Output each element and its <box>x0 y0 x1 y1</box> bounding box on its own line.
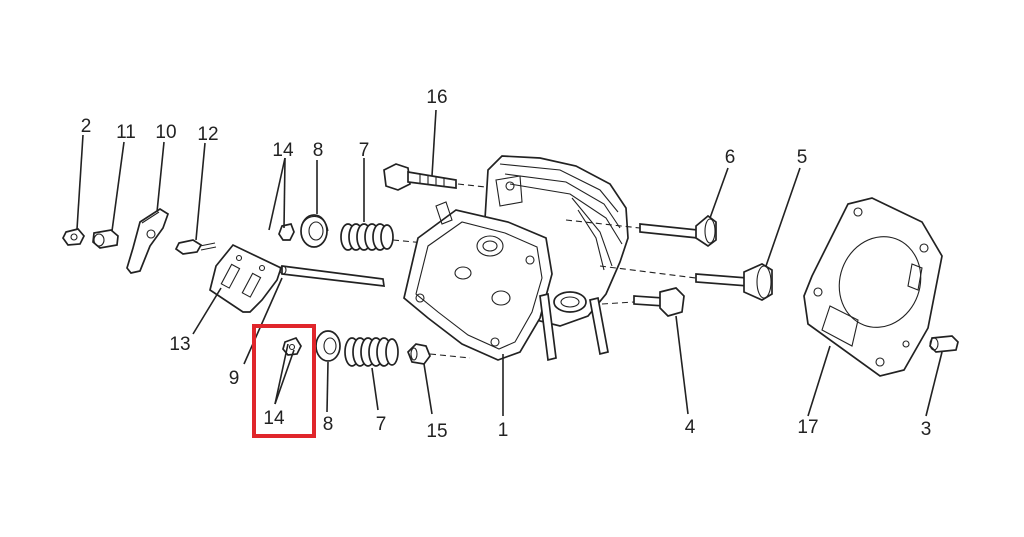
label-5: 5 <box>797 147 808 168</box>
part-1-cylinder-head <box>403 155 629 362</box>
label-3: 3 <box>921 419 932 440</box>
label-1: 1 <box>498 420 509 441</box>
part-6-valve-exhaust <box>639 214 717 248</box>
part-2-nut <box>62 228 86 246</box>
part-3-dowel-pin <box>929 335 959 353</box>
part-9-push-rod <box>279 265 385 287</box>
part-5-valve-intake <box>695 263 773 301</box>
label-8-bottom: 8 <box>323 414 334 435</box>
part-17-head-gasket <box>803 197 943 377</box>
label-9: 9 <box>229 368 240 389</box>
label-6: 6 <box>725 147 736 168</box>
label-12: 12 <box>197 124 218 145</box>
part-13-guide-plate <box>209 243 283 313</box>
part-4-bolt <box>633 287 685 317</box>
label-7-top: 7 <box>359 140 370 161</box>
label-7-bottom: 7 <box>376 414 387 435</box>
label-13: 13 <box>169 334 190 355</box>
highlight-box-part-14 <box>252 324 316 438</box>
label-4: 4 <box>685 417 696 438</box>
label-8-top: 8 <box>313 140 324 161</box>
part-8-retainer-lower <box>315 330 341 362</box>
label-14-top: 14 <box>272 140 294 161</box>
part-16-head-bolt <box>383 163 457 191</box>
part-15-stem-seal <box>407 343 431 365</box>
part-8-retainer-upper <box>300 214 329 248</box>
part-14-cotter-upper <box>278 223 295 241</box>
part-7-spring-upper <box>340 223 394 251</box>
part-14-cotter-lower <box>282 336 302 356</box>
label-16: 16 <box>426 87 447 108</box>
label-15: 15 <box>426 421 447 442</box>
part-10-rocker-arm <box>126 207 170 274</box>
part-7-spring-lower <box>344 337 399 367</box>
label-11: 11 <box>116 122 136 143</box>
label-17: 17 <box>797 417 818 438</box>
part-11-spacer <box>92 229 119 249</box>
part-12-pivot-bolt <box>174 239 217 255</box>
label-10: 10 <box>155 122 176 143</box>
label-2: 2 <box>81 116 92 137</box>
label-14-bottom: 14 <box>263 408 285 429</box>
